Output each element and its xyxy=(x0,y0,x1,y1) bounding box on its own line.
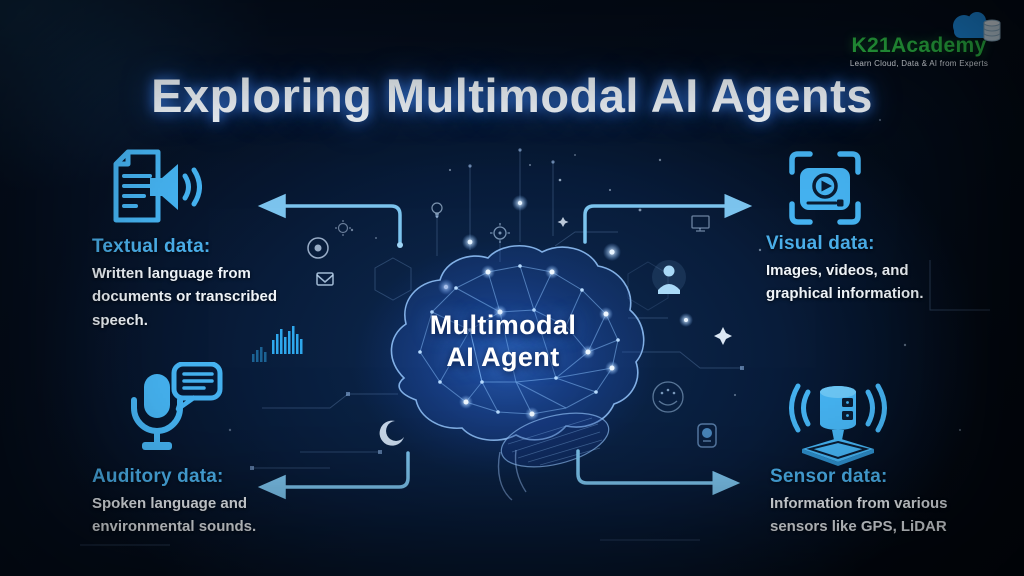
visual-data-heading: Visual data: xyxy=(766,233,875,254)
auditory-data-heading: Auditory data: xyxy=(92,466,224,487)
logo-tagline: Learn Cloud, Data & AI from Experts xyxy=(849,59,989,68)
brand-logo: K21Academy Learn Cloud, Data & AI from E… xyxy=(828,12,1010,68)
sparkle-icon xyxy=(557,217,732,345)
monitor-icon xyxy=(691,215,710,232)
sensor-data-heading: Sensor data: xyxy=(770,466,888,487)
auditory-data-body: Spoken language and environmental sounds… xyxy=(92,495,257,536)
cloud-database-icon xyxy=(953,12,1001,42)
microphone-speech-bubble-icon xyxy=(118,361,224,467)
arrow-to-auditory xyxy=(257,451,410,500)
center-brain-label: Multimodal AI Agent xyxy=(393,310,613,374)
center-brain-label-line1: Multimodal xyxy=(429,310,577,340)
database-icon xyxy=(983,19,1001,42)
arrow-to-visual xyxy=(583,193,753,244)
video-player-frame-icon xyxy=(786,146,864,235)
brain-stem-graphic xyxy=(497,449,527,501)
face-circle-icon xyxy=(652,381,684,413)
page-title: Exploring Multimodal AI Agents xyxy=(151,69,873,122)
gear-icon xyxy=(335,220,351,236)
brain-network-graphic xyxy=(353,240,657,501)
connector-arrows xyxy=(257,193,753,500)
logo-name: K21Academy xyxy=(851,34,987,57)
lightbulb-icon xyxy=(431,202,443,218)
visual-data-body: Images, videos, and graphical informatio… xyxy=(766,262,924,303)
textual-data-body: Written language from documents or trans… xyxy=(92,265,278,329)
star-dots xyxy=(228,118,962,432)
badge-icon xyxy=(697,423,717,448)
circuit-traces xyxy=(80,148,990,546)
document-audio-icon xyxy=(106,144,202,235)
cerebellum-graphic xyxy=(500,412,610,468)
lidar-sensor-icon xyxy=(788,378,888,475)
person-icon xyxy=(652,260,686,294)
arrow-to-sensor xyxy=(576,449,741,496)
sensor-data-body: Information from various sensors like GP… xyxy=(770,495,948,536)
arrow-to-textual xyxy=(257,193,402,244)
envelope-icon xyxy=(316,272,334,286)
target-circle-icon xyxy=(307,237,329,259)
equalizer-bars-icon xyxy=(252,326,303,362)
center-brain-label-line2: AI Agent xyxy=(446,341,560,372)
textual-data-heading: Textual data: xyxy=(92,236,211,257)
